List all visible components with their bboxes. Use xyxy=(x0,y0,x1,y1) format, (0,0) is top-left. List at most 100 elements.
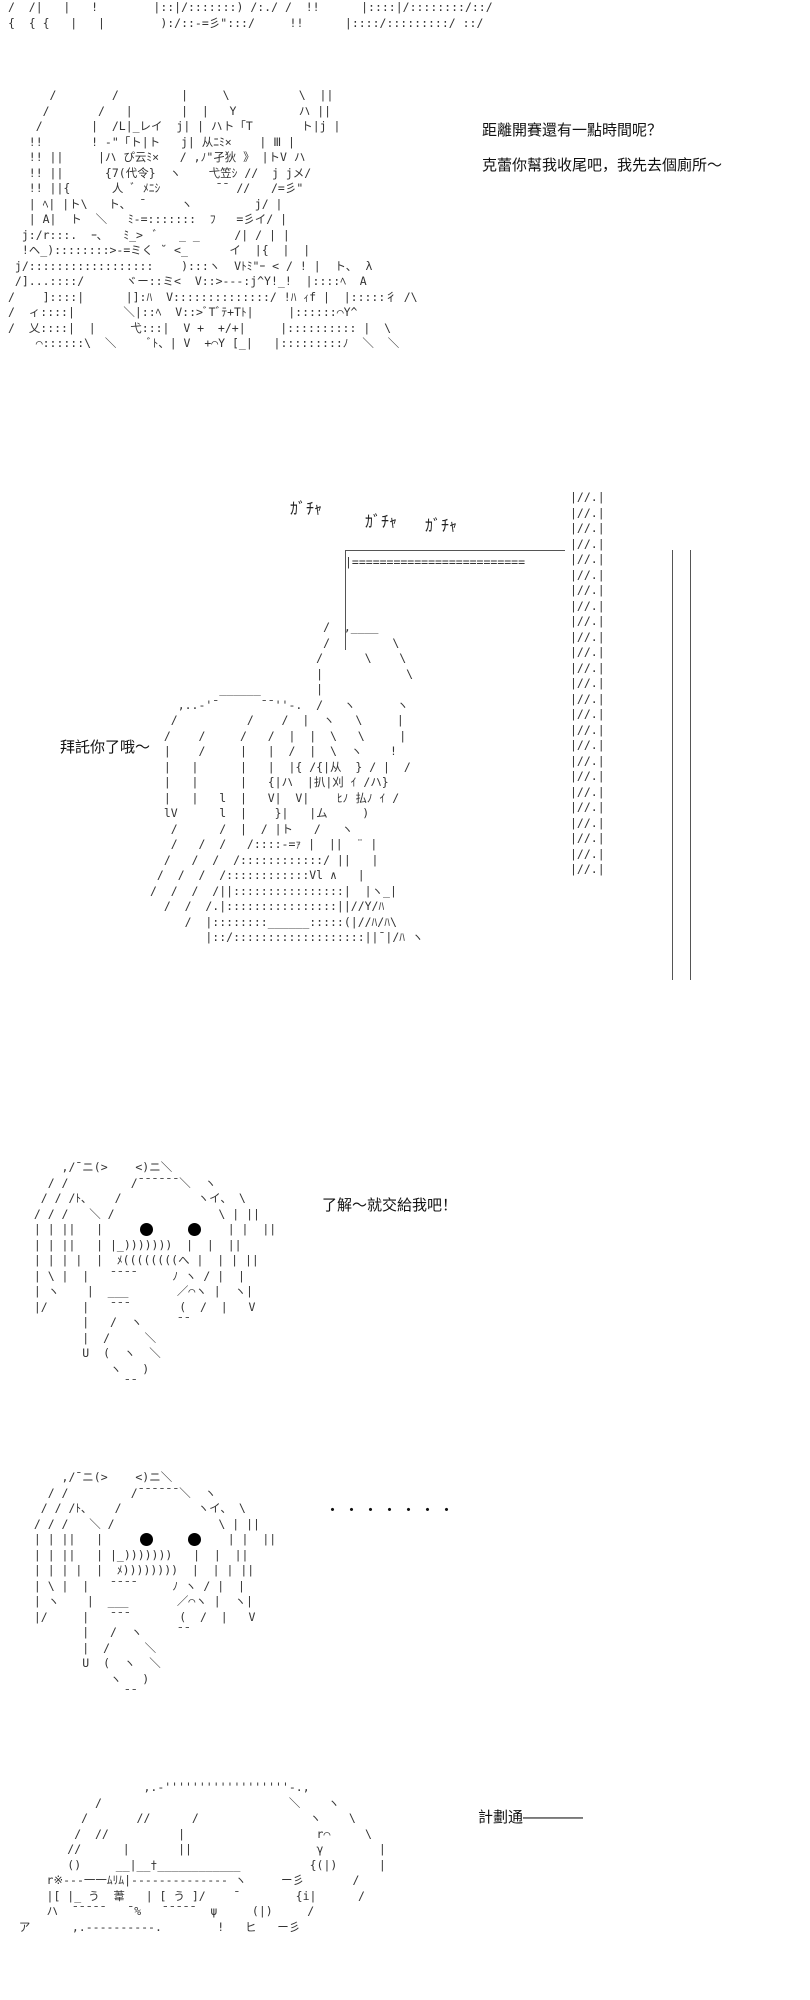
art-line: |::/:::::::::::::::::::||¯|/ﾊ ヽ xyxy=(150,930,424,944)
art-line: | | | | | ﾒ)))))))) | | | || xyxy=(20,1563,255,1577)
art-line: / / /ﾄ､ / ヽイ、 \ xyxy=(20,1191,246,1205)
art-line: / / / ＼ / \ | || xyxy=(20,1206,260,1221)
sound-effect: ｶﾞﾁｬ xyxy=(290,499,323,518)
art-line: / / | | | Y ハ || xyxy=(8,103,332,118)
art-line: ,/¯ニ(> <)ニ＼ xyxy=(20,1160,173,1174)
ascii-art-character-3: ,/¯ニ(> <)ニ＼ / / /¯¯¯¯¯¯＼ ヽ / / /ﾄ､ / ヽイ、… xyxy=(20,1160,276,1393)
art-line: |//.| xyxy=(570,738,605,752)
art-line: / / /¯¯¯¯¯¯＼ ヽ xyxy=(20,1175,217,1190)
art-line: / / / /::::::::::::/ || | xyxy=(150,852,379,867)
art-line: () __|__†____________ {(|) | xyxy=(5,1857,386,1872)
art-line: / / /ﾄ､ / ヽイ、 \ xyxy=(20,1501,246,1515)
art-line: ¯¯ xyxy=(20,1687,138,1701)
art-line: / / / / | | \ \ | xyxy=(150,728,407,743)
art-line: ______ | xyxy=(150,682,324,696)
ascii-art-character-5: ,.-''''''''''''''''''-., / ＼ ヽ / // / ヽ … xyxy=(5,1780,386,1935)
art-line: | / | | / | \ ヽ ! xyxy=(150,744,397,758)
art-line: U ( ヽ ＼ xyxy=(20,1346,161,1360)
eye-icon xyxy=(188,1223,201,1236)
art-line: ア ,.----------. ! ヒ ー彡 xyxy=(5,1919,301,1934)
art-line: |//.| xyxy=(570,505,605,520)
art-line: |//.| xyxy=(570,846,605,861)
art-line: / ＼ ヽ xyxy=(5,1795,340,1810)
door-frame-art: |//.||//.||//.||//.||//.||//.||//.||//.|… xyxy=(570,490,605,878)
art-line: / / | / |ト / ヽ xyxy=(150,821,354,836)
eye-icon xyxy=(188,1533,201,1546)
art-line: // | || γ | xyxy=(5,1842,386,1856)
art-line: ,.-''''''''''''''''''-., xyxy=(5,1780,310,1794)
art-line: / / | \ \ || xyxy=(8,88,334,102)
art-line: / ィ::::| ＼|::ﾍ V::>ﾞTﾞﾃ+Tﾄ| |::::::⌒Y^ xyxy=(8,305,358,319)
art-line: |//.| xyxy=(570,629,605,644)
dialog-ellipsis: ・・・・・・・ xyxy=(325,1501,459,1519)
art-line: / / / /::::-=ｧ | || ¨ | xyxy=(150,837,378,851)
art-line: { { { | | ):/::-=彡":::/ !! |::::/:::::::… xyxy=(8,15,484,30)
art-line: j/:::::::::::::::::: ):::ヽ Vﾄﾐ"ｰ < / ! |… xyxy=(8,258,373,273)
art-line: / 乂::::| | 弋:::| V + +/+| |:::::::::: | … xyxy=(8,320,392,335)
art-line: | A| ト ＼ ﾐ-=::::::: ﾌ =彡イ/ | xyxy=(8,212,288,226)
art-line: |//.| xyxy=(570,536,605,551)
art-line: / // | r⌒ \ xyxy=(5,1826,372,1841)
ascii-art-character-2: / ,____ / \ / \ \ | \ ______ | ,..-'¯ ¯¯… xyxy=(150,620,423,946)
art-line: ⌒::::::\ ＼ ﾞﾄ、| V +⌒Y [_| |:::::::::ﾉ ＼ … xyxy=(8,336,400,350)
art-line: /]...::::/ ヾー::ミ< V::>---:j^Y!_! |::::ﾍ … xyxy=(8,274,367,288)
eye-icon xyxy=(140,1223,153,1236)
art-line: |/ | ¯¯¯ ( / | V xyxy=(20,1609,256,1624)
art-line: |//.| xyxy=(570,784,605,799)
art-line: | / ＼ xyxy=(20,1330,157,1345)
dialog-line: 了解～就交給我吧！ xyxy=(322,1196,458,1214)
sound-effect: ｶﾞﾁｬ xyxy=(425,516,458,535)
art-line: |//.| xyxy=(570,831,605,845)
dialog-line: 克蕾你幫我收尾吧，我先去個廁所～ xyxy=(482,156,723,174)
dialog-line: 拜託你了哦～ xyxy=(60,738,151,756)
art-line: lV l | }| |ム ) xyxy=(150,806,370,820)
art-line: / / /¯¯¯¯¯¯＼ ヽ xyxy=(20,1485,217,1500)
art-line: / |::::::::______:::::(|//ﾊ/ﾊ\ xyxy=(150,914,397,929)
art-line: |//.| xyxy=(570,552,605,566)
art-line: | | | {|ハ |扒|刈 ｲ /ハ} xyxy=(150,775,389,789)
art-line: ヽ ) xyxy=(20,1671,150,1686)
art-line: !! || |ハ ぴ云ﾐ× / ,ﾉ"孑狄 》 |トV ハ xyxy=(8,150,306,164)
art-line: | \ | | ¯¯¯¯ ﾉ ヽ / | | xyxy=(20,1268,245,1283)
art-line: | | || | |_))))))) | | || xyxy=(20,1237,242,1252)
ascii-art-top-strip: / /| | ! |::|/:::::::) /:./ / !! |::::|/… xyxy=(8,0,493,31)
art-line: |/ | ¯¯¯ ( / | V xyxy=(20,1299,256,1314)
art-line: |//.| xyxy=(570,815,605,830)
art-line: / / / ＼ / \ | || xyxy=(20,1516,260,1531)
art-line: |//.| xyxy=(570,645,605,659)
art-line: |//.| xyxy=(570,614,605,628)
art-line: / \ \ xyxy=(150,651,407,665)
art-line: ¯¯ xyxy=(20,1377,138,1391)
art-line: |//.| xyxy=(570,583,605,597)
art-line: !! ! -"「ト|ト j| 从ﾆﾐ× | Ⅲ | xyxy=(8,134,295,149)
art-line: / /| | ! |::|/:::::::) /:./ / !! |::::|/… xyxy=(8,0,493,14)
art-line: | ヽ | ___ ／⌒ヽ | ヽ| xyxy=(20,1594,253,1608)
dialog-line: 計劃通―――― xyxy=(478,1808,584,1826)
rail-top-line xyxy=(345,550,565,551)
art-line: !ヘ_)::::::::>-=ミく ˘ <_ イ |{ | | xyxy=(8,243,311,257)
art-line: |//.| xyxy=(570,490,605,504)
art-line: / ,____ xyxy=(150,620,379,634)
art-line: r※---一一ﾑﾘﾑ|-------------- ヽ ー彡 / xyxy=(5,1873,360,1887)
art-line: |//.| xyxy=(570,722,605,737)
art-line: | | l | V| V| ﾋﾉ 払ﾉ ｲ / xyxy=(150,790,400,805)
art-line: | | || | |_))))))) | | || xyxy=(20,1547,249,1562)
art-line: |//.| xyxy=(570,753,605,768)
art-line: | ﾍ| |ト\ ト､ ¯ ヽ j/ | xyxy=(8,196,283,211)
art-line: |//.| xyxy=(570,567,605,582)
art-line: | \ xyxy=(150,666,414,681)
art-line: ハ ¯¯¯¯¯ ¯% ¯¯¯¯¯ ψ (|) / xyxy=(5,1904,315,1918)
art-line: / \ xyxy=(150,635,400,650)
art-line: |//.| xyxy=(570,598,605,613)
art-line: / | /L|_レイ j| | ハト「T ト|j | xyxy=(8,119,341,133)
art-line: | / ＼ xyxy=(20,1640,157,1655)
art-line: j:/r:::. ｰ､ ﾐ_> ﾞ _ _ /| / | | xyxy=(8,227,290,242)
art-line: |//.| xyxy=(570,707,605,721)
art-line: |//.| xyxy=(570,862,605,876)
art-line: | | | | | ﾒ((((((((へ | | | || xyxy=(20,1253,259,1267)
eye-icon xyxy=(140,1533,153,1546)
door-edge xyxy=(690,550,691,980)
art-line: / / / /||::::::::::::::::| |ヽ_| xyxy=(150,883,397,898)
art-line: ,/¯ニ(> <)ニ＼ xyxy=(20,1470,173,1484)
art-line: | | || | | | || xyxy=(20,1222,277,1236)
